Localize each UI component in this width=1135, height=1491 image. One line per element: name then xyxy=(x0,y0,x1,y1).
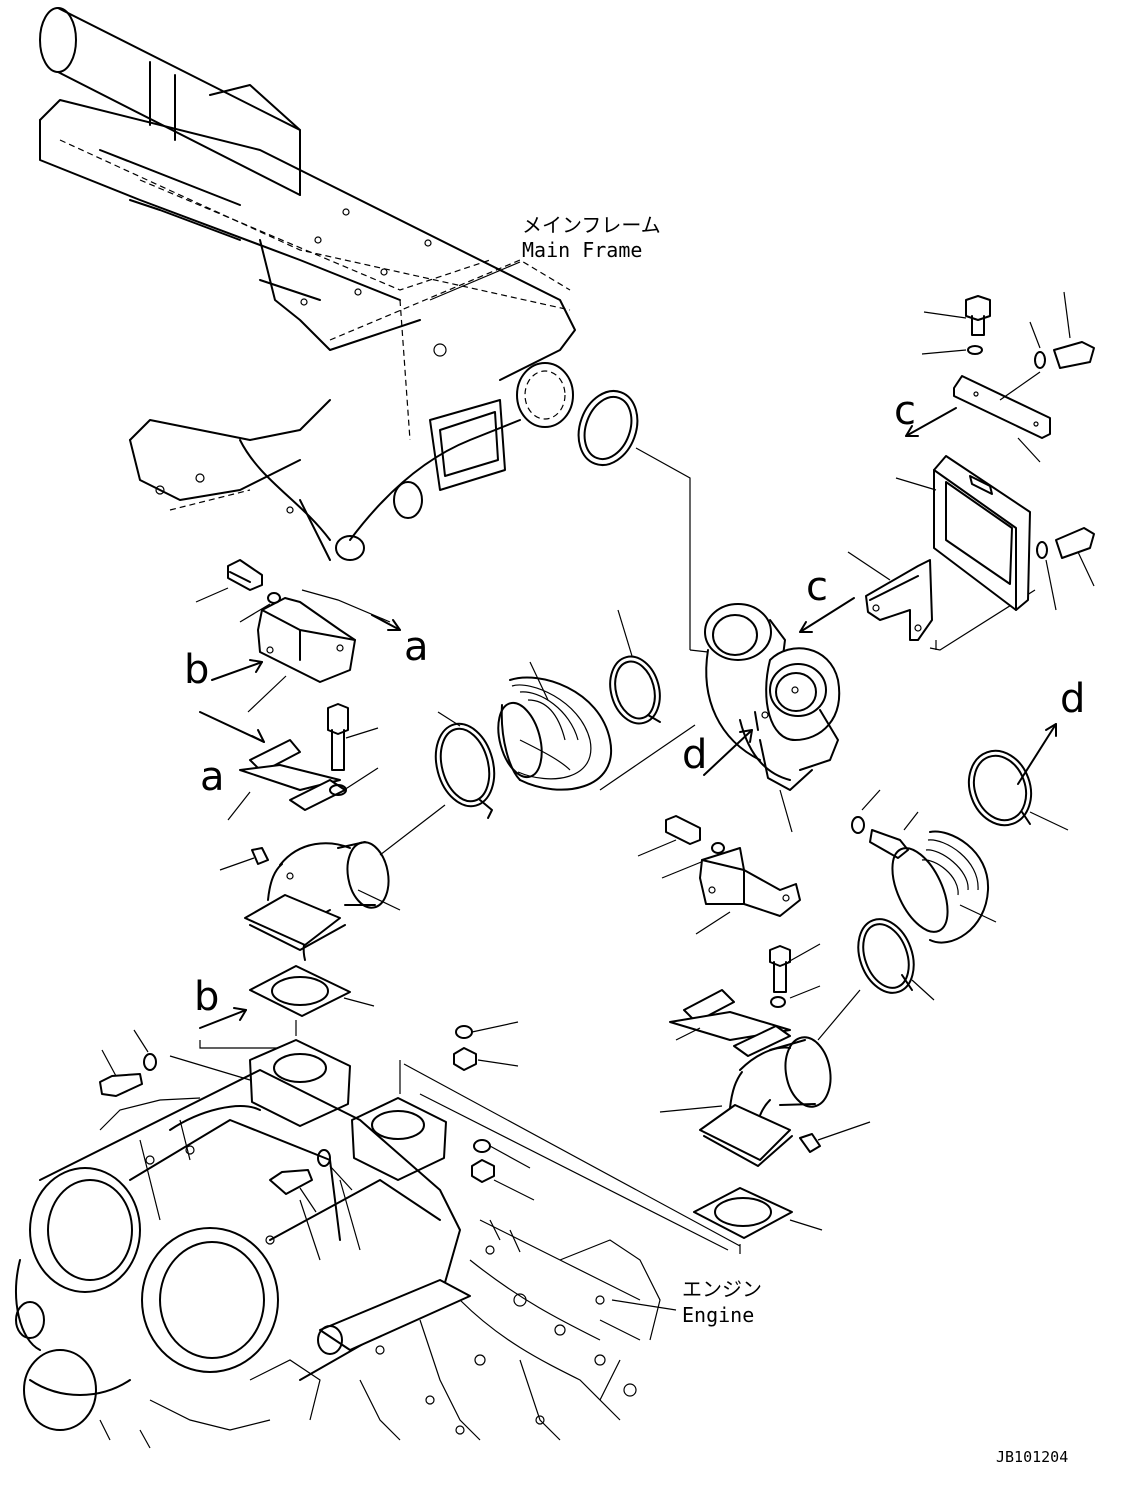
view-letter-b-lower: b xyxy=(194,974,219,1020)
engine-label-en: Engine xyxy=(682,1303,754,1327)
clamp-ring-mid xyxy=(609,655,661,725)
bolt-engine-left xyxy=(99,1053,157,1097)
bracket-b-upper xyxy=(257,597,356,683)
bolt-engine-mid xyxy=(269,1149,331,1195)
clamp-ring-right-lower xyxy=(857,918,915,994)
view-letter-c-upper: c xyxy=(894,388,916,434)
view-letter-b-upper: b xyxy=(184,647,209,693)
main-frame-assembly xyxy=(39,7,576,561)
elbow-duct-right xyxy=(699,1036,832,1167)
bolt-vertical-left xyxy=(327,703,349,796)
bracket-b-lower-right xyxy=(699,847,801,917)
bolt-small-right xyxy=(799,1133,821,1153)
drawing-reference-number: JB101204 xyxy=(996,1448,1068,1466)
bolt-vertical-top-right xyxy=(965,295,991,355)
mount-plates-left xyxy=(239,739,346,811)
clamp-ring-frame xyxy=(577,390,639,466)
bolt-horizontal-mid-right xyxy=(1036,527,1095,559)
clamp-ring-left xyxy=(434,722,496,819)
main-frame-label-en: Main Frame xyxy=(522,238,642,262)
bolt-horizontal-top-right xyxy=(1034,341,1095,369)
washer-nut-lower xyxy=(471,1139,495,1183)
washer-nut-upper xyxy=(453,1025,477,1071)
strap-bracket-right xyxy=(953,375,1051,439)
bolt-upper-left xyxy=(227,559,281,604)
bellows-left xyxy=(497,676,613,791)
bolt-small-left xyxy=(251,847,269,865)
bracket-support-right xyxy=(865,559,933,641)
bolt-vertical-mid-right xyxy=(769,945,791,1008)
view-letter-a-upper: a xyxy=(404,624,429,670)
gasket-left xyxy=(249,965,351,1017)
mount-plates-right xyxy=(669,989,791,1057)
gasket-right xyxy=(693,1187,793,1239)
bellows-right xyxy=(891,830,990,944)
bolt-y-pipe xyxy=(851,816,909,859)
elbow-duct-left xyxy=(244,841,390,961)
engine-label-jp: エンジン xyxy=(682,1277,762,1301)
engine-assembly xyxy=(15,1039,661,1449)
y-pipe-assembly xyxy=(704,603,841,791)
bolt-mid-right xyxy=(665,815,725,854)
clamp-ring-right-upper xyxy=(967,749,1033,827)
main-frame-label-jp: メインフレーム xyxy=(522,213,661,237)
view-letter-a-lower: a xyxy=(200,754,225,800)
view-letter-d-mid: d xyxy=(682,732,707,778)
view-letter-c-mid: c xyxy=(806,564,828,610)
plate-frame-right xyxy=(933,455,1031,611)
view-letter-d-right: d xyxy=(1060,676,1085,722)
